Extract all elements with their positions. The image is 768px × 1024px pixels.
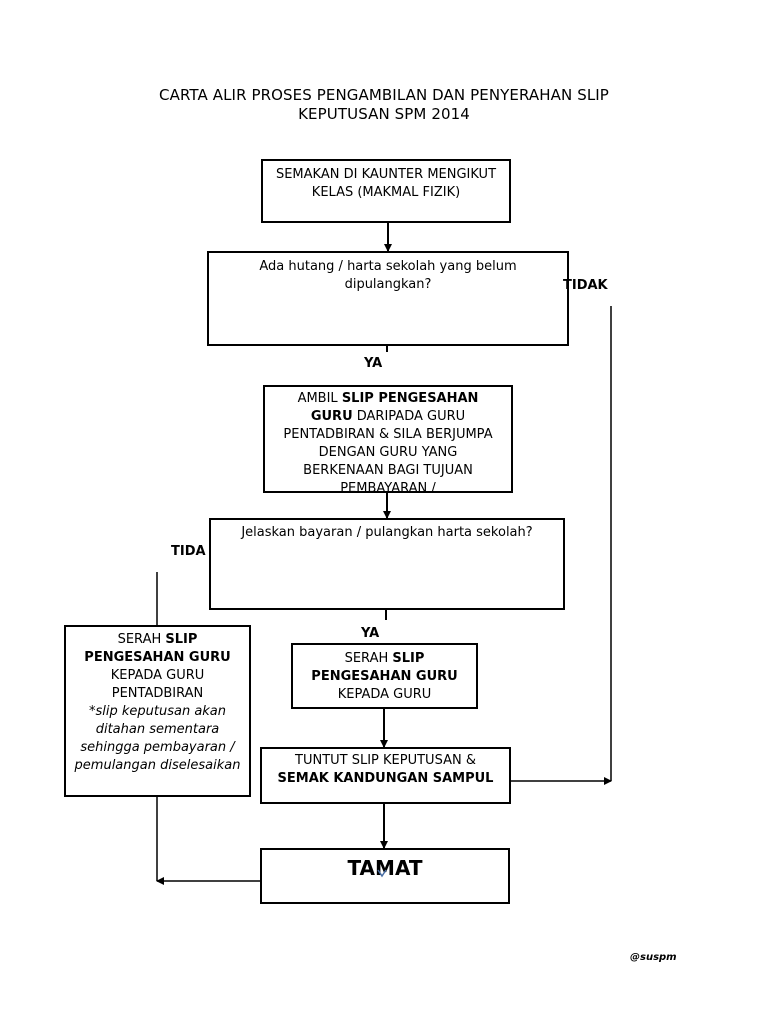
- box-semakan-kaunter: SEMAKAN DI KAUNTER MENGIKUT KELAS (MAKMA…: [261, 159, 511, 223]
- box-ambil-slip-suffix: DARIPADA GURU PENTADBIRAN & SILA BERJUMP…: [283, 409, 493, 493]
- box-left-bold: SLIP PENGESAHAN GURU: [84, 632, 231, 665]
- box-ambil-slip: AMBIL SLIP PENGESAHAN GURU DARIPADA GURU…: [263, 385, 513, 493]
- box3-suffix: KEPADA GURU: [337, 687, 432, 702]
- label-tidak-1: TIDAK: [563, 278, 608, 293]
- page-title: CARTA ALIR PROSES PENGAMBILAN DAN PENYER…: [0, 86, 768, 124]
- box-ambil-slip-prefix: AMBIL: [297, 391, 342, 406]
- decision-hutang: Ada hutang / harta sekolah yang belum di…: [207, 251, 569, 346]
- box-serah-slip-guru: SERAH SLIP PENGESAHAN GURU KEPADA GURU: [291, 643, 478, 709]
- box3-bold: SLIP PENGESAHAN GURU: [311, 651, 458, 684]
- box-tuntut-slip: TUNTUT SLIP KEPUTUSAN & SEMAK KANDUNGAN …: [260, 747, 511, 804]
- decision-hutang-text: Ada hutang / harta sekolah yang belum di…: [259, 259, 517, 292]
- title-line-2: KEPUTUSAN SPM 2014: [298, 105, 470, 123]
- decision-jelaskan-bayaran: Jelaskan bayaran / pulangkan harta sekol…: [209, 518, 565, 610]
- box-serah-slip-pentadbiran: SERAH SLIP PENGESAHAN GURU KEPADA GURU P…: [64, 625, 251, 797]
- box-semakan-kaunter-text: SEMAKAN DI KAUNTER MENGIKUT KELAS (MAKMA…: [275, 167, 497, 200]
- box3-prefix: SERAH: [344, 651, 393, 666]
- chevron-down-icon: [377, 869, 387, 878]
- label-ya-2: YA: [361, 626, 380, 641]
- box4-bold: SEMAK KANDUNGAN SAMPUL: [277, 771, 494, 786]
- title-line-1: CARTA ALIR PROSES PENGAMBILAN DAN PENYER…: [159, 86, 609, 104]
- box-left-suffix: KEPADA GURU PENTADBIRAN: [110, 668, 205, 701]
- credit-text: @suspm: [630, 952, 677, 963]
- decision-jelaskan-bayaran-text: Jelaskan bayaran / pulangkan harta sekol…: [241, 525, 533, 540]
- box4-prefix: TUNTUT SLIP KEPUTUSAN &: [295, 753, 476, 768]
- end-box-tamat: TAMAT: [260, 848, 510, 904]
- label-ya-1: YA: [364, 356, 383, 371]
- label-tidak-2: TIDA: [171, 544, 206, 559]
- box-left-note: *slip keputusan akan ditahan sementara s…: [74, 704, 241, 773]
- box-left-prefix: SERAH: [117, 632, 166, 647]
- box-ambil-slip-bold: SLIP PENGESAHAN GURU: [310, 391, 479, 424]
- end-box-text: TAMAT: [347, 856, 423, 880]
